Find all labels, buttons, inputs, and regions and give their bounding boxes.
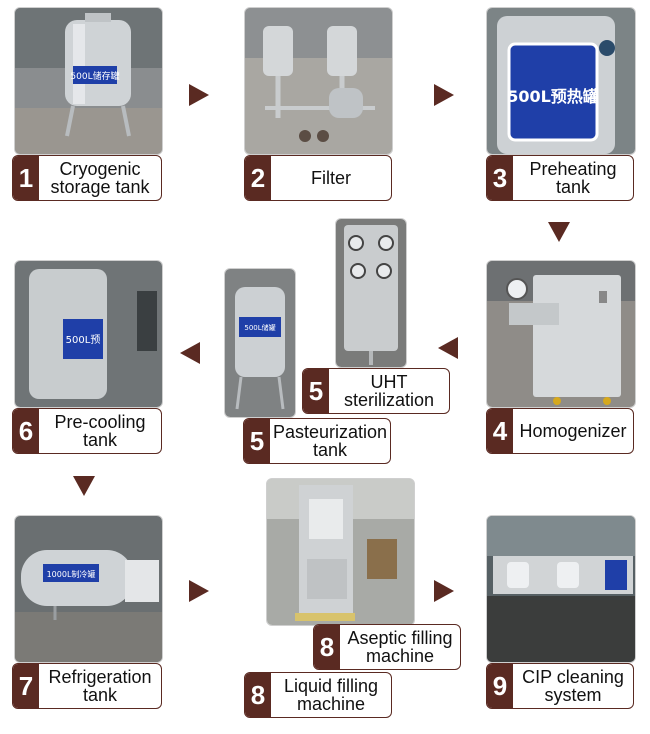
step-label-text: Aseptic filling machine: [340, 625, 460, 669]
step-label-text: Refrigeration tank: [39, 664, 161, 708]
step-label-text: UHT sterilization: [329, 369, 449, 413]
step-label-2: 2 Filter: [244, 155, 392, 201]
photo-cip-cleaning-system: [486, 515, 636, 663]
step-number: 5: [244, 419, 270, 463]
left-icon: [438, 337, 458, 359]
photo-filter: [244, 7, 393, 155]
photo-cryogenic-storage-tank: 500L储存罐: [14, 7, 163, 155]
step-number: 7: [13, 664, 39, 708]
right-icon: [189, 580, 209, 602]
svg-text:500L储罐: 500L储罐: [244, 323, 275, 332]
step-label-8-liquid: 8 Liquid filling machine: [244, 672, 392, 718]
photo-uht-sterilization: [335, 218, 407, 368]
step-label-7: 7 Refrigeration tank: [12, 663, 162, 709]
step-number: 3: [487, 156, 513, 200]
step-label-8-aseptic: 8 Aseptic filling machine: [313, 624, 461, 670]
step-number: 1: [13, 156, 39, 200]
step-label-1: 1 Cryogenic storage tank: [12, 155, 162, 201]
step-number: 5: [303, 369, 329, 413]
step-label-text: Homogenizer: [513, 409, 633, 453]
right-icon: [434, 84, 454, 106]
photo-refrigeration-tank: 1000L制冷罐: [14, 515, 163, 663]
step-label-text: Filter: [271, 156, 391, 200]
step-label-3: 3 Preheating tank: [486, 155, 634, 201]
step-label-4: 4 Homogenizer: [486, 408, 634, 454]
step-label-text: Pasteurization tank: [270, 419, 390, 463]
down-icon: [548, 222, 570, 242]
photo-homogenizer: [486, 260, 636, 408]
svg-text:500L预: 500L预: [66, 334, 101, 346]
right-icon: [434, 580, 454, 602]
step-number: 8: [314, 625, 340, 669]
photo-liquid-filling-machine: [266, 478, 415, 626]
step-label-text: Pre-cooling tank: [39, 409, 161, 453]
step-label-text: Preheating tank: [513, 156, 633, 200]
step-number: 2: [245, 156, 271, 200]
step-label-6: 6 Pre-cooling tank: [12, 408, 162, 454]
step-number: 8: [245, 673, 271, 717]
step-label-5-pasteurization: 5 Pasteurization tank: [243, 418, 391, 464]
step-label-text: Cryogenic storage tank: [39, 156, 161, 200]
step-label-text: CIP cleaning system: [513, 664, 633, 708]
step-number: 9: [487, 664, 513, 708]
step-label-5-uht: 5 UHT sterilization: [302, 368, 450, 414]
step-number: 4: [487, 409, 513, 453]
right-icon: [189, 84, 209, 106]
step-label-text: Liquid filling machine: [271, 673, 391, 717]
photo-preheating-tank: 500L预热罐: [486, 7, 636, 155]
down-icon: [73, 476, 95, 496]
photo-pasteurization-tank: 500L储罐: [224, 268, 296, 418]
svg-text:1000L制冷罐: 1000L制冷罐: [47, 569, 96, 579]
step-label-9: 9 CIP cleaning system: [486, 663, 634, 709]
photo-pre-cooling-tank: 500L预: [14, 260, 163, 408]
step-number: 6: [13, 409, 39, 453]
svg-text:500L储存罐: 500L储存罐: [70, 70, 119, 82]
left-icon: [180, 342, 200, 364]
svg-text:500L预热罐: 500L预热罐: [507, 87, 599, 106]
